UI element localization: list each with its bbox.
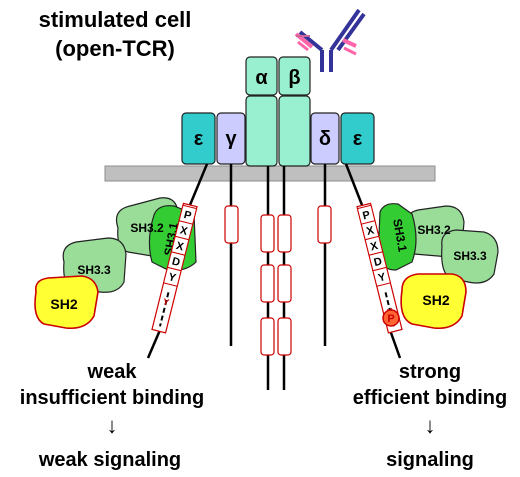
left-outcome-arrow: ↓ (107, 413, 118, 438)
right_complex-motif-letter: P (361, 209, 371, 222)
beta-chain-body (278, 95, 311, 167)
epsilon-right-subunit (340, 112, 375, 165)
left-outcome-line2: insufficient binding (20, 387, 204, 409)
itam-delta (317, 205, 332, 244)
cytoplasmic-tails (146, 163, 402, 390)
itam-zeta2-a (277, 214, 292, 253)
left_complex-motif-letter: X (179, 225, 190, 239)
beta-label: β (288, 67, 300, 89)
epsilon-left-label: ε (194, 128, 204, 150)
antibody-icon (294, 8, 366, 72)
left_complex-motif-letter: X (175, 240, 186, 254)
phospho-label: P (387, 313, 394, 325)
left_complex-motif-letter: P (183, 209, 193, 222)
title-line1: stimulated cell (39, 7, 192, 32)
right-sh2-label: SH2 (422, 292, 449, 308)
itam-gamma (224, 205, 239, 244)
left-sh3-2-label: SH3.2 (130, 221, 164, 235)
cd3-subunits: ε γ δ ε (181, 112, 375, 165)
left_complex-motif-letter: D (171, 255, 182, 269)
right-outcome: strong efficient binding ↓ signaling (353, 361, 507, 471)
itam-zeta1-b (260, 264, 275, 303)
right_complex-motif-cell (372, 266, 391, 287)
right-outcome-line2: efficient binding (353, 387, 507, 409)
right_complex-motif-letter: Y (377, 271, 388, 285)
left-sh3-3-label: SH3.3 (77, 263, 111, 277)
right_complex-motif-letter: X (369, 240, 380, 254)
title-line2: (open-TCR) (55, 36, 175, 61)
itam-zeta1-c (260, 317, 275, 356)
right-sh3-3-label: SH3.3 (453, 249, 487, 263)
right_complex-motif-letter: X (365, 224, 376, 238)
itam-zeta2-c (277, 317, 292, 356)
left_complex-motif-cell (163, 266, 182, 287)
left-tyrosine-label: Y (162, 296, 170, 307)
left-sh2-label: SH2 (50, 296, 77, 312)
alpha-label: α (255, 67, 268, 89)
beta-chain-top (278, 56, 311, 96)
right-outcome-result: signaling (386, 449, 474, 471)
itam-zeta2-b (277, 264, 292, 303)
cell-membrane (104, 165, 436, 182)
left-outcome: weak insufficient binding ↓ weak signali… (20, 361, 204, 471)
itam-zeta1-a (260, 214, 275, 253)
epsilon-right-label: ε (353, 128, 363, 150)
left-outcome-line1: weak (87, 361, 138, 383)
epsilon-left-subunit (181, 112, 216, 165)
left_complex-motif-letter: Y (167, 271, 178, 285)
gamma-label: γ (225, 128, 237, 150)
delta-label: δ (319, 128, 331, 150)
right-sh2-domain (400, 273, 467, 330)
alpha-beta-heterodimer: α β (245, 56, 311, 167)
alpha-chain-body (245, 95, 278, 167)
phospho-circle (382, 309, 400, 327)
right-sh3-1-label: SH3.1 (390, 218, 410, 254)
right-sh3-2-label: SH3.2 (417, 223, 451, 237)
left-sh2-domain (34, 275, 99, 330)
alpha-chain-top (245, 56, 278, 96)
right-outcome-arrow: ↓ (425, 413, 436, 438)
right-outcome-line1: strong (399, 361, 461, 383)
left-outcome-result: weak signaling (38, 449, 181, 471)
right_complex-motif-letter: D (373, 255, 384, 269)
